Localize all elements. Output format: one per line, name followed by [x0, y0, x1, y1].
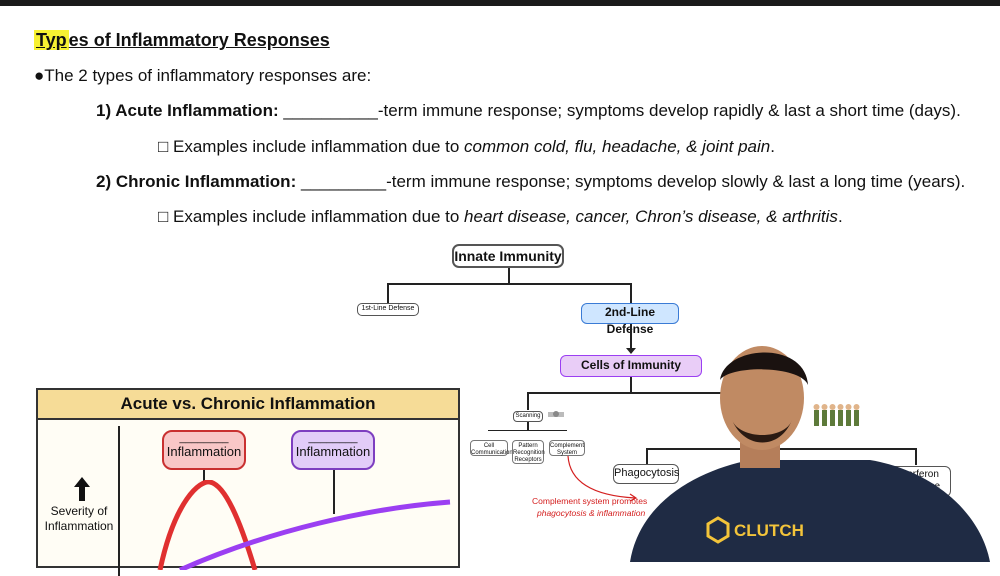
chronic-curve	[178, 499, 451, 570]
inflammation-curves	[157, 480, 451, 570]
connector	[527, 392, 727, 394]
complement-note-2: phagocytosis & inflammation	[537, 508, 646, 518]
acute-blank: __________	[283, 101, 378, 120]
intro-text: ●The 2 types of inflammatory responses a…	[34, 66, 372, 85]
connector	[646, 448, 916, 450]
complement-system-node: Complement System	[549, 440, 585, 456]
chronic-pill-connector	[333, 470, 335, 514]
chronic-pill-label: Inflammation	[295, 444, 371, 459]
acute-label: 1) Acute Inflammation:	[96, 101, 279, 120]
connector	[387, 283, 389, 303]
y-axis	[118, 426, 120, 576]
chronic-text: -term immune response; symptoms develop …	[386, 172, 966, 191]
acute-pill: ________ Inflammation	[162, 430, 246, 470]
connector	[630, 283, 632, 303]
chronic-pill-blank: ________	[308, 432, 358, 444]
complement-note: Complement system promotes	[532, 496, 648, 506]
connector	[488, 430, 567, 431]
acute-vs-chronic-panel: Acute vs. Chronic Inflammation Severity …	[36, 388, 460, 576]
scanning-node: Scanning	[513, 411, 543, 422]
first-line-defense-node: 1st-Line Defense	[357, 303, 419, 316]
title-rest: es of Inflammatory Responses	[68, 30, 330, 50]
acute-text: -term immune response; symptoms develop …	[377, 101, 961, 120]
title-highlight: Typ	[34, 30, 69, 50]
connector	[915, 448, 917, 465]
connector	[630, 377, 632, 393]
chronic-pill: ________ Inflammation	[291, 430, 375, 470]
soldiers-icon	[813, 404, 860, 426]
presenter-video: CLUTCH	[630, 346, 990, 562]
cells-of-immunity-node: Cells of Immunity	[560, 355, 702, 377]
arrow-up-icon	[74, 477, 90, 501]
connector	[387, 283, 630, 285]
connector	[508, 268, 510, 284]
y-axis-label: Severity of Inflammation	[44, 504, 114, 533]
top-bar	[0, 0, 1000, 6]
arrow-shaft	[630, 324, 632, 352]
connector	[646, 448, 648, 465]
connector	[527, 392, 529, 410]
acute-pill-label: Inflammation	[166, 444, 242, 459]
acute-example-end: .	[770, 137, 775, 156]
acute-line: 1) Acute Inflammation: __________-term i…	[96, 101, 961, 121]
arrow-down-icon	[626, 348, 636, 354]
chronic-example-end: .	[837, 207, 843, 226]
chronic-label: 2) Chronic Inflammation:	[96, 172, 297, 191]
chronic-line: 2) Chronic Inflammation: _________-term …	[96, 172, 965, 192]
chronic-example-prefix: □ Examples include inflammation due to	[158, 207, 465, 226]
chronic-example: □ Examples include inflammation due to h…	[158, 207, 843, 227]
phagocytosis-node: Phagocytosis	[613, 464, 679, 484]
shirt-logo-text: CLUTCH	[734, 521, 804, 540]
acute-example-prefix: □ Examples include inflammation due to	[158, 137, 465, 156]
acute-pill-connector	[203, 470, 205, 484]
connector	[527, 422, 529, 430]
chronic-example-items: heart disease, cancer, Chron’s disease, …	[464, 207, 838, 226]
chronic-blank: _________	[300, 172, 387, 191]
complement-arrow	[567, 456, 638, 501]
pattern-recognition-node: Pattern Recognition Receptors	[512, 440, 545, 464]
second-line-defense-node: 2nd-Line Defense	[581, 303, 679, 336]
panel-title: Acute vs. Chronic Inflammation	[38, 390, 458, 420]
acute-example: □ Examples include inflammation due to c…	[158, 137, 775, 157]
acute-pill-blank: ________	[179, 432, 229, 444]
satellite-icon	[548, 411, 564, 417]
acute-example-items: common cold, flu, headache, & joint pain	[464, 137, 771, 156]
innate-immunity-node: Innate Immunity	[452, 244, 564, 268]
acute-curve	[157, 480, 258, 570]
cell-communication-node: Cell Communication	[470, 440, 513, 456]
